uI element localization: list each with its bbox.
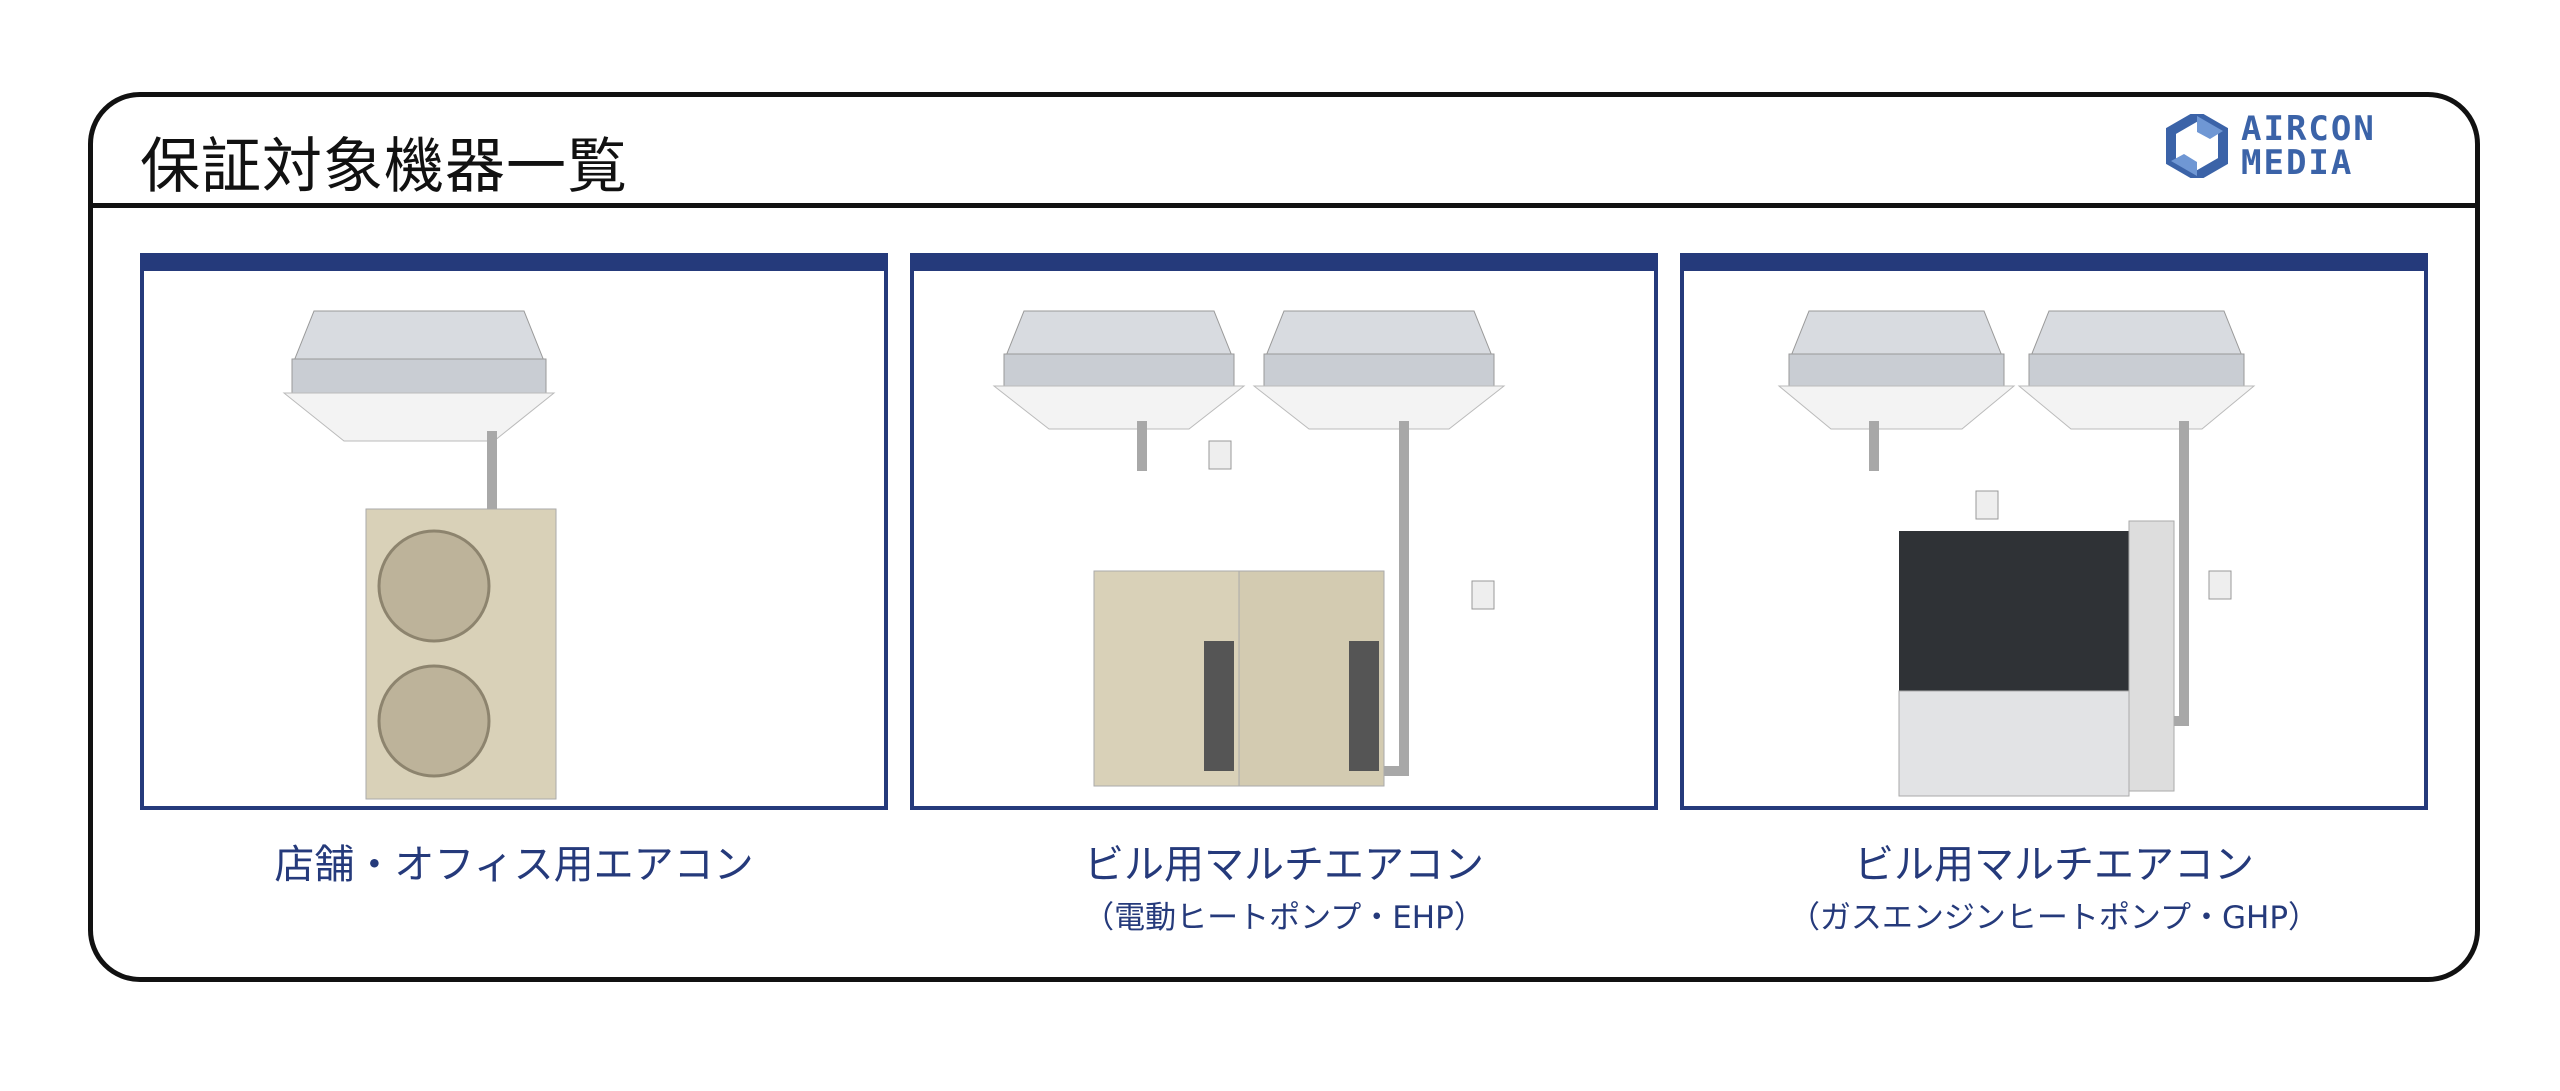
- aircon-media-logo: AIRCON MEDIA: [2165, 112, 2376, 180]
- panel-sublabel-ghp: （ガスエンジンヒートポンプ・GHP）: [1788, 900, 2320, 936]
- panel-label-ehp: ビル用マルチエアコン: [1084, 842, 1484, 888]
- page-title: 保証対象機器一覧: [140, 132, 628, 202]
- panel-label-office: 店舗・オフィス用エアコン: [274, 842, 754, 888]
- ghp-aircon-illustration: [1777, 310, 2256, 797]
- panel-ghp-aircon: [1680, 253, 2428, 810]
- header-divider: [88, 203, 2480, 208]
- ehp-aircon-illustration: [992, 310, 1506, 787]
- panel-office-aircon: [140, 253, 888, 810]
- logo-hexagon-icon: [2166, 114, 2228, 178]
- panel-label-ghp: ビル用マルチエアコン: [1854, 842, 2254, 888]
- panel-ehp-aircon: [910, 253, 1658, 810]
- panel-sublabel-ehp: （電動ヒートポンプ・EHP）: [1083, 900, 1485, 936]
- office-aircon-illustration: [282, 310, 557, 800]
- card-frame: [88, 92, 2480, 982]
